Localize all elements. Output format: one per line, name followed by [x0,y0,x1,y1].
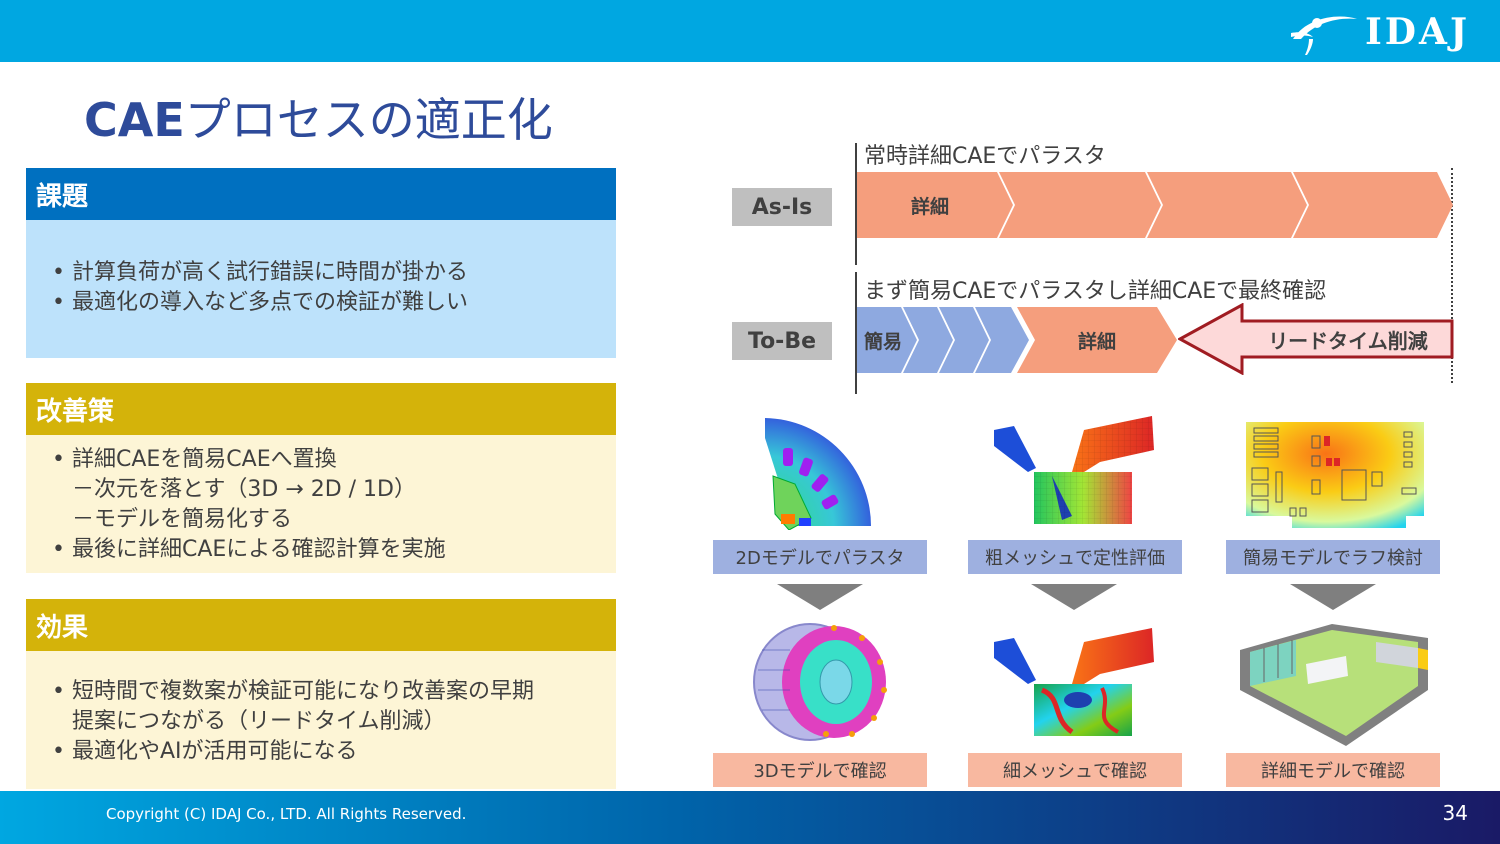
panel-body: • 計算負荷が高く試行錯誤に時間が掛かる • 最適化の導入など多点での検証が難しい [26,220,616,358]
company-logo: IDAJ [1287,8,1470,56]
bullet-icon: • [52,260,65,285]
engine-port-coarse-image [994,416,1154,524]
to-be-tag: To-Be [732,322,832,360]
label-detailed-model: 詳細モデルで確認 [1226,753,1440,787]
as-is-start-line [855,143,857,265]
panel-heading: 効果 [26,599,616,651]
list-item: • 最適化やAIが活用可能になる [52,737,616,767]
panel-issues: 課題 • 計算負荷が高く試行錯誤に時間が掛かる • 最適化の導入など多点での検証が難… [26,168,616,358]
list-item: • 最後に詳細CAEによる確認計算を実施 [52,535,616,565]
item-text: －次元を落とす（3D → 2D / 1D） [72,477,416,502]
bullet-icon: • [52,537,65,562]
as-is-step-detail: 詳細 [910,195,949,218]
top-banner: IDAJ [0,0,1500,62]
to-be-chevron-row [857,307,1177,373]
panel-heading: 課題 [26,168,616,220]
motor-2d-sector-image [765,418,871,530]
item-text: 計算負荷が高く試行錯誤に時間が掛かる [72,260,469,285]
bullet-icon: • [52,290,65,315]
down-arrow-icon [1290,584,1376,610]
page-title: CAEプロセスの適正化 [84,84,553,150]
down-arrow-icon [1031,584,1117,610]
panel-body: • 短時間で複数案が検証可能になり改善案の早期 提案につながる（リードタイム削減）… [26,651,616,789]
list-sub-item: －モデルを簡易化する [52,505,616,535]
to-be-step-simple: 簡易 [863,330,902,353]
item-text: 提案につながる（リードタイム削減） [72,709,446,734]
item-text: 詳細CAEを簡易CAEへ置換 [72,447,337,472]
to-be-caption: まず簡易CAEでパラスタし詳細CAEで最終確認 [864,279,1327,304]
enclosure-thermal-image [1240,624,1428,746]
as-is-tag: As-Is [732,188,832,226]
pcb-thermal-image [1246,422,1424,528]
lead-time-label: リードタイム削減 [1268,329,1428,353]
left-arrow-icon [1178,303,1454,375]
panel-effects: 効果 • 短時間で複数案が検証可能になり改善案の早期 提案につながる（リードタイム… [26,599,616,789]
item-text: 最適化やAIが活用可能になる [72,739,358,764]
engine-port-fine-image [994,628,1154,736]
idaj-swoosh-icon [1290,16,1357,55]
item-text: 短時間で複数案が検証可能になり改善案の早期 [72,679,535,704]
to-be-start-line [855,272,857,394]
bullet-icon: • [52,447,65,472]
list-item: • 最適化の導入など多点での検証が難しい [52,288,616,318]
label-3d-model: 3Dモデルで確認 [713,753,927,787]
bullet-icon: • [52,679,65,704]
panel-improvements: 改善策 • 詳細CAEを簡易CAEへ置換 －次元を落とす（3D → 2D / 1D… [26,383,616,573]
list-item: • 計算負荷が高く試行錯誤に時間が掛かる [52,258,616,288]
list-item-continuation: 提案につながる（リードタイム削減） [52,707,616,737]
footer-bar: Copyright (C) IDAJ Co., LTD. All Rights … [0,791,1500,844]
item-text: 最後に詳細CAEによる確認計算を実施 [72,537,446,562]
title-latin: CAE [84,93,185,147]
as-is-caption: 常時詳細CAEでパラスタ [864,144,1106,169]
lead-time-reduction-arrow: リードタイム削減 [1178,303,1454,375]
down-arrow-icon [777,584,863,610]
panel-body: • 詳細CAEを簡易CAEへ置換 －次元を落とす（3D → 2D / 1D） －モ… [26,435,616,573]
label-2d-model: 2Dモデルでパラスタ [713,540,927,574]
logo-text: IDAJ [1364,11,1470,53]
as-is-chevron-row [857,172,1453,238]
list-sub-item: －次元を落とす（3D → 2D / 1D） [52,475,616,505]
to-be-step-detail: 詳細 [1077,330,1116,353]
list-item: • 短時間で複数案が検証可能になり改善案の早期 [52,677,616,707]
bullet-icon: • [52,739,65,764]
motor-3d-image [753,623,887,741]
item-text: －モデルを簡易化する [72,507,293,532]
title-jp: プロセスの適正化 [184,93,553,147]
page-number: 34 [1442,801,1468,825]
label-simple-model: 簡易モデルでラフ検討 [1226,540,1440,574]
label-coarse-mesh: 粗メッシュで定性評価 [968,540,1182,574]
item-text: 最適化の導入など多点での検証が難しい [72,290,469,315]
copyright-text: Copyright (C) IDAJ Co., LTD. All Rights … [106,805,467,823]
panel-heading: 改善策 [26,383,616,435]
label-fine-mesh: 細メッシュで確認 [968,753,1182,787]
list-item: • 詳細CAEを簡易CAEへ置換 [52,445,616,475]
end-dotted-line [1451,168,1453,383]
